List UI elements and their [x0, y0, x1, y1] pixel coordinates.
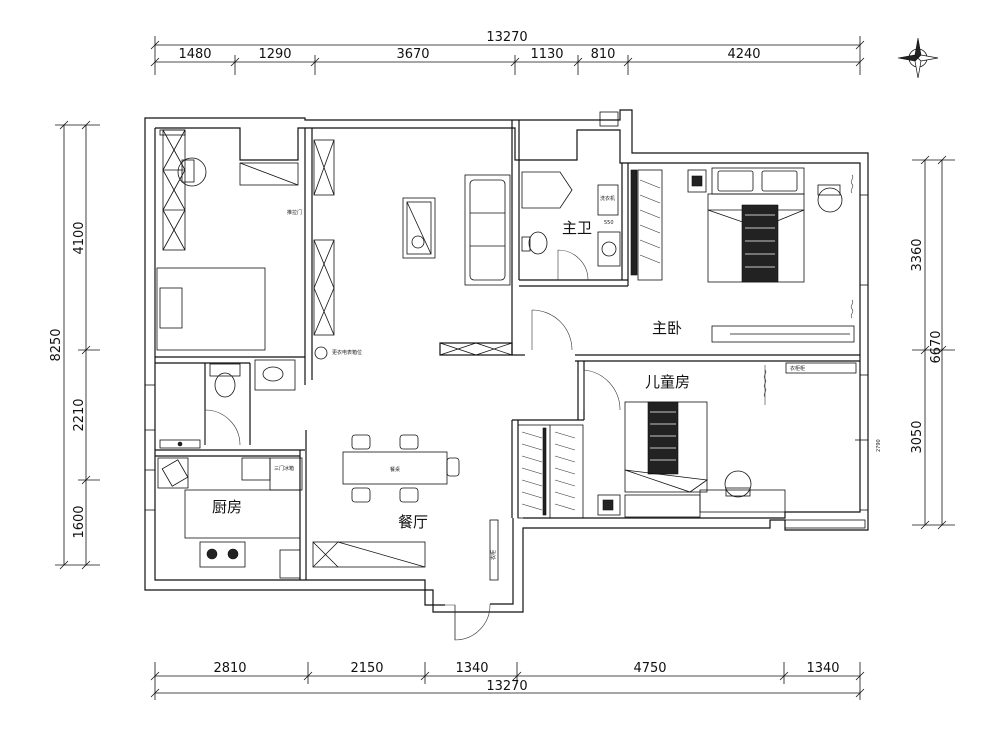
bottom-dimensions: 2810 2150 1340 4750 1340 13270 — [150, 661, 865, 700]
left-dim-1: 4100 — [72, 221, 87, 254]
kids-room-label: 儿童房 — [645, 373, 690, 391]
dining-label: 餐厅 — [398, 513, 428, 531]
bottom-dim-3: 1340 — [455, 661, 488, 676]
bottom-dim-2: 2150 — [350, 661, 383, 676]
wardrobe-note-label: 衣柜 — [490, 550, 497, 560]
bottom-dim-1: 2810 — [213, 661, 246, 676]
master-bath-label: 主卫 — [562, 219, 592, 237]
interior-walls — [155, 120, 860, 580]
living-room — [402, 174, 511, 286]
top-total-dim: 13270 — [486, 30, 527, 45]
bottom-total-dim: 13270 — [486, 679, 527, 694]
washer-label: 洗衣机 — [600, 195, 615, 202]
top-dimensions: 13270 1480 1290 3670 1130 810 4240 — [150, 30, 865, 75]
doors: 衣柜 — [204, 249, 621, 641]
door-note-label: 推拉门 — [287, 209, 302, 216]
kids-room: 衣柜柜 2790 儿童房 — [597, 362, 882, 518]
top-dim-6: 4240 — [727, 47, 760, 62]
top-dim-1: 1480 — [178, 47, 211, 62]
kitchen: 三门冰箱 厨房 — [157, 457, 303, 579]
right-dim-1: 3360 — [910, 238, 925, 271]
master-bedroom: 主卧 — [652, 167, 855, 343]
wardrobe-strips: 更衣电表箱位 — [313, 139, 362, 360]
cabinet-label: 衣柜柜 — [790, 365, 805, 372]
left-total-dim: 8250 — [49, 328, 64, 361]
master-bath: 洗衣机 550 主卫 — [521, 169, 663, 281]
dim-550-label: 550 — [604, 220, 614, 226]
compass-rose-icon — [897, 37, 939, 79]
dining-area: 餐桌 餐厅 — [312, 434, 460, 568]
meter-label: 更衣电表箱位 — [332, 349, 362, 356]
top-dim-2: 1290 — [258, 47, 291, 62]
left-dim-2: 2210 — [72, 398, 87, 431]
bottom-dim-5: 1340 — [806, 661, 839, 676]
left-bathroom — [159, 359, 296, 449]
fridge-label: 三门冰箱 — [274, 465, 294, 472]
bottom-dim-4: 4750 — [633, 661, 666, 676]
kitchen-label: 厨房 — [212, 498, 242, 516]
master-bedroom-label: 主卧 — [652, 319, 682, 337]
right-dimensions: 3360 3050 6670 — [910, 155, 955, 530]
table-label: 餐桌 — [390, 466, 400, 473]
left-dim-3: 1600 — [72, 505, 87, 538]
left-dimensions: 8250 4100 2210 1600 — [49, 120, 100, 570]
dim-2790-label: 2790 — [876, 439, 882, 452]
right-dim-2: 3050 — [910, 420, 925, 453]
windows — [144, 111, 869, 529]
top-dim-3: 3670 — [396, 47, 429, 62]
study-room: 推拉门 — [156, 129, 302, 351]
top-dim-5: 810 — [591, 47, 616, 62]
right-total-dim: 6670 — [929, 330, 944, 363]
kids-wardrobes — [517, 424, 584, 519]
top-dim-4: 1130 — [530, 47, 563, 62]
